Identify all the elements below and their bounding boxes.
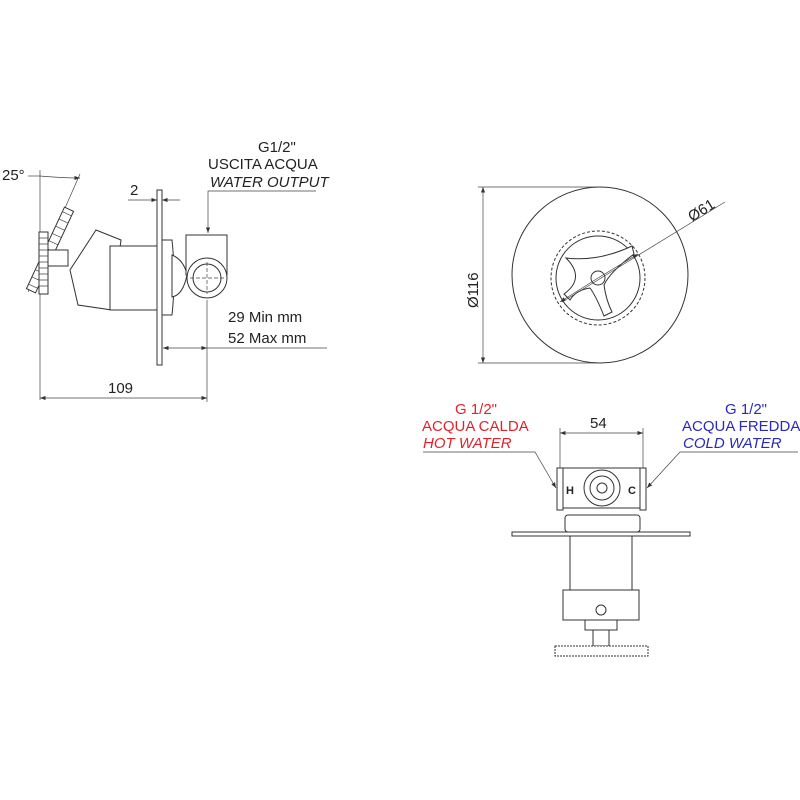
hot-size-label: G 1/2" bbox=[455, 401, 497, 418]
side-view: 25° 2 G1/2" USCITA ACQUA WATER OUTPUT 29 bbox=[2, 139, 330, 402]
plate-diameter-label: Ø116 bbox=[465, 272, 482, 308]
hot-label-en: HOT WATER bbox=[423, 435, 512, 452]
cold-label-en: COLD WATER bbox=[683, 435, 782, 452]
outlet-label-it: USCITA ACQUA bbox=[208, 156, 318, 173]
depth-max-label: 52 Max mm bbox=[228, 330, 306, 347]
outlet-center bbox=[596, 482, 608, 494]
knob-collar bbox=[584, 619, 618, 631]
plate-thickness-label: 2 bbox=[130, 182, 138, 199]
knob-stem bbox=[47, 249, 69, 267]
outlet-size-label: G1/2" bbox=[258, 139, 296, 156]
hot-inlet-thread bbox=[556, 467, 564, 511]
cold-size-label: G 1/2" bbox=[725, 401, 767, 418]
handle-screw bbox=[595, 604, 607, 616]
outlet-leader bbox=[205, 190, 316, 233]
width-label: 54 bbox=[590, 415, 607, 432]
knob-diameter-arrow bbox=[597, 253, 639, 279]
cartridge-cylinder bbox=[109, 245, 159, 311]
cold-marker: C bbox=[628, 485, 636, 497]
angle-arc bbox=[39, 175, 81, 181]
knurl-lines bbox=[39, 237, 48, 287]
flange-neck bbox=[171, 254, 188, 298]
vertical-knob bbox=[38, 231, 69, 295]
cold-label-it: ACQUA FREDDA bbox=[682, 418, 800, 435]
cartridge-top bbox=[569, 535, 633, 591]
cold-inlet-thread bbox=[639, 467, 647, 511]
angle-label: 25° bbox=[2, 167, 25, 184]
hot-leader bbox=[423, 451, 557, 489]
hot-marker: H bbox=[566, 485, 574, 497]
knob-diameter-leader bbox=[561, 201, 726, 303]
wall-plate-top bbox=[511, 531, 691, 537]
top-view: 54 H C G 1/2" ACQUA CALDA HOT WATER G 1/… bbox=[422, 401, 800, 657]
hot-label-it: ACQUA CALDA bbox=[422, 418, 529, 435]
total-length-label: 109 bbox=[108, 380, 133, 397]
knob-stem bbox=[592, 629, 610, 647]
knob-diameter-label: Ø61 bbox=[685, 196, 718, 225]
cold-leader bbox=[646, 451, 798, 489]
depth-min-label: 29 Min mm bbox=[228, 309, 302, 326]
vertical-knob-body bbox=[38, 231, 49, 295]
wall-plate bbox=[156, 189, 163, 366]
handle-body bbox=[69, 229, 122, 311]
front-view: Ø116 Ø61 bbox=[465, 186, 726, 364]
knurled-knob-top bbox=[554, 645, 649, 657]
knob-diameter-arrow bbox=[559, 277, 599, 303]
outlet-label-en: WATER OUTPUT bbox=[210, 174, 330, 191]
body-base bbox=[564, 514, 641, 533]
